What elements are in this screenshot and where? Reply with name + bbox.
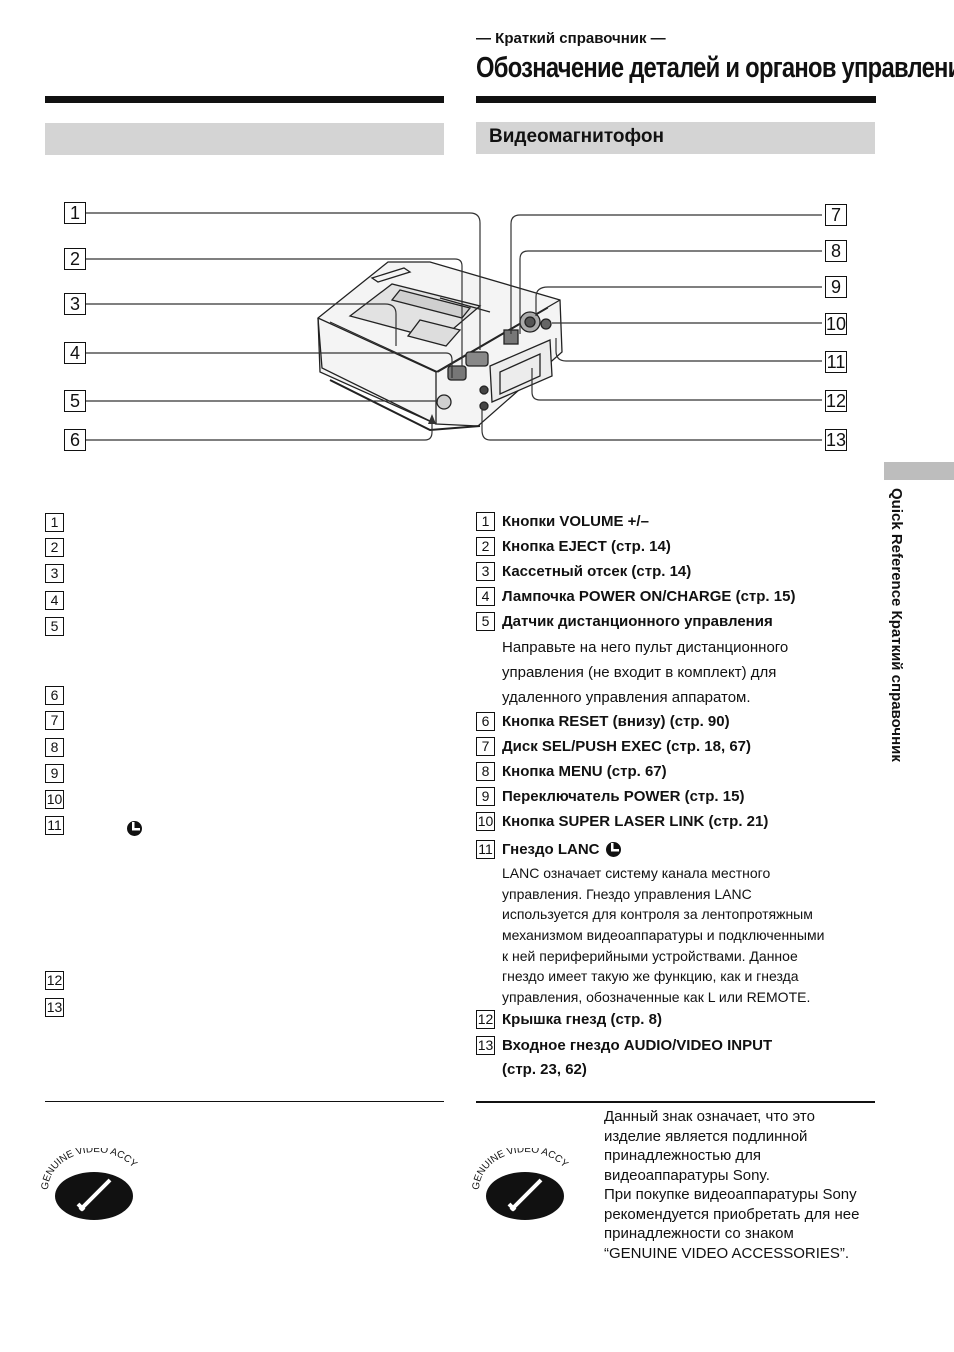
item-2: 2 Кнопка EJECT (стр. 14) bbox=[476, 537, 671, 556]
item-5-desc-1: Направьте на него пульт дистанционного bbox=[502, 639, 789, 656]
callout-3: 3 bbox=[64, 293, 86, 315]
item-num: 9 bbox=[476, 787, 495, 806]
item-label: Кнопка RESET (внизу) (стр. 90) bbox=[502, 713, 730, 730]
item-label: Кнопка EJECT (стр. 14) bbox=[502, 538, 671, 555]
left-bottom-rule bbox=[45, 1101, 444, 1102]
left-num-12: 12 bbox=[45, 971, 64, 990]
callout-5: 5 bbox=[64, 390, 86, 412]
item-label: Кнопка SUPER LASER LINK (стр. 21) bbox=[502, 813, 769, 830]
callout-10: 10 bbox=[825, 313, 847, 335]
item-8: 8 Кнопка MENU (стр. 67) bbox=[476, 762, 667, 781]
item-label: Кассетный отсек (стр. 14) bbox=[502, 563, 692, 580]
item-label: Гнездо LANC bbox=[502, 841, 600, 858]
item-4: 4 Лампочка POWER ON/CHARGE (стр. 15) bbox=[476, 587, 795, 606]
item-13: 13 Входное гнездо AUDIO/VIDEO INPUT bbox=[476, 1036, 772, 1055]
item-num: 5 bbox=[476, 612, 495, 631]
item-5: 5 Датчик дистанционного управления bbox=[476, 612, 773, 631]
item-6: 6 Кнопка RESET (внизу) (стр. 90) bbox=[476, 712, 730, 731]
item-12: 12 Крышка гнезд (стр. 8) bbox=[476, 1010, 662, 1029]
item-11-desc-2: управления. Гнездо управления LANC bbox=[502, 886, 752, 902]
left-rule bbox=[45, 96, 444, 103]
callout-11: 11 bbox=[825, 351, 847, 373]
left-num-11: 11 bbox=[45, 816, 64, 835]
item-num: 8 bbox=[476, 762, 495, 781]
right-section-band bbox=[476, 122, 875, 154]
left-num-5: 5 bbox=[45, 617, 64, 636]
section-title: Видеомагнитофон bbox=[489, 126, 664, 147]
callout-8: 8 bbox=[825, 240, 847, 262]
left-num-1: 1 bbox=[45, 513, 64, 532]
item-11-desc-7: управления, обозначенные как L или REMOT… bbox=[502, 989, 811, 1005]
item-num: 4 bbox=[476, 587, 495, 606]
item-11: 11 Гнездо LANC bbox=[476, 840, 622, 859]
callout-9: 9 bbox=[825, 276, 847, 298]
item-label: Диск SEL/PUSH EXEC (стр. 18, 67) bbox=[502, 738, 752, 755]
genuine-accessories-logo-left: GENUINE VIDEO ACCY bbox=[40, 1148, 139, 1220]
item-num: 3 bbox=[476, 562, 495, 581]
item-num: 1 bbox=[476, 512, 495, 531]
item-num: 12 bbox=[476, 1010, 495, 1029]
callout-12: 12 bbox=[825, 390, 847, 412]
left-num-6: 6 bbox=[45, 686, 64, 705]
callout-13: 13 bbox=[825, 429, 847, 451]
page-subtitle: — Краткий справочник — bbox=[476, 30, 666, 47]
vcr-diagram bbox=[86, 212, 822, 441]
item-num: 2 bbox=[476, 537, 495, 556]
left-num-4: 4 bbox=[45, 591, 64, 610]
item-label: Кнопки VOLUME +/– bbox=[502, 513, 649, 530]
item-num: 10 bbox=[476, 812, 495, 831]
item-13-pages: (стр. 23, 62) bbox=[502, 1061, 587, 1078]
left-num-13: 13 bbox=[45, 998, 64, 1017]
item-11-desc-1: LANC означает систему канала местного bbox=[502, 865, 771, 881]
item-1: 1 Кнопки VOLUME +/– bbox=[476, 512, 649, 531]
item-11-desc-5: к ней периферийными устройствами. Данное bbox=[502, 948, 798, 964]
callout-6: 6 bbox=[64, 429, 86, 451]
sidebar-label: Quick Reference Краткий справочник bbox=[888, 488, 905, 762]
item-7: 7 Диск SEL/PUSH EXEC (стр. 18, 67) bbox=[476, 737, 751, 756]
sidebar-tab bbox=[884, 462, 954, 480]
left-num-10: 10 bbox=[45, 790, 64, 809]
left-num-9: 9 bbox=[45, 764, 64, 783]
lanc-icon bbox=[605, 842, 621, 857]
item-label: Входное гнездо AUDIO/VIDEO INPUT bbox=[502, 1037, 773, 1054]
item-11-desc-6: гнездо имеет такую же функцию, как и гне… bbox=[502, 968, 799, 984]
item-num: 7 bbox=[476, 737, 495, 756]
left-section-band bbox=[45, 123, 444, 155]
genuine-note: Данный знак означает, что это изделие яв… bbox=[604, 1108, 860, 1262]
item-9: 9 Переключатель POWER (стр. 15) bbox=[476, 787, 744, 806]
right-rule bbox=[476, 96, 876, 103]
item-num: 13 bbox=[476, 1036, 495, 1055]
item-label: Кнопка MENU (стр. 67) bbox=[502, 763, 667, 780]
item-label: Крышка гнезд (стр. 8) bbox=[502, 1011, 662, 1028]
right-bottom-rule bbox=[476, 1101, 875, 1103]
callout-4: 4 bbox=[64, 342, 86, 364]
item-label: Переключатель POWER (стр. 15) bbox=[502, 788, 745, 805]
left-num-2: 2 bbox=[45, 538, 64, 557]
item-label: Датчик дистанционного управления bbox=[502, 613, 773, 630]
item-5-desc-3: удаленного управления аппаратом. bbox=[502, 689, 751, 706]
lanc-icon-left bbox=[127, 821, 142, 836]
callout-2: 2 bbox=[64, 248, 86, 270]
item-5-desc-2: управления (не входит в комплект) для bbox=[502, 664, 777, 681]
item-label: Лампочка POWER ON/CHARGE (стр. 15) bbox=[502, 588, 796, 605]
callout-7: 7 bbox=[825, 204, 847, 226]
item-10: 10 Кнопка SUPER LASER LINK (стр. 21) bbox=[476, 812, 768, 831]
left-num-3: 3 bbox=[45, 564, 64, 583]
page-title: Обозначение деталей и органов управления bbox=[476, 52, 954, 84]
item-11-desc-4: механизмом видеоаппаратуры и подключенны… bbox=[502, 927, 825, 943]
left-num-7: 7 bbox=[45, 711, 64, 730]
item-3: 3 Кассетный отсек (стр. 14) bbox=[476, 562, 691, 581]
item-11-desc-3: используется для контроля за лентопротяж… bbox=[502, 906, 813, 922]
item-num: 11 bbox=[476, 840, 495, 859]
genuine-accessories-logo: GENUINE VIDEO ACCY bbox=[471, 1148, 570, 1220]
left-num-8: 8 bbox=[45, 738, 64, 757]
item-num: 6 bbox=[476, 712, 495, 731]
callout-1: 1 bbox=[64, 202, 86, 224]
